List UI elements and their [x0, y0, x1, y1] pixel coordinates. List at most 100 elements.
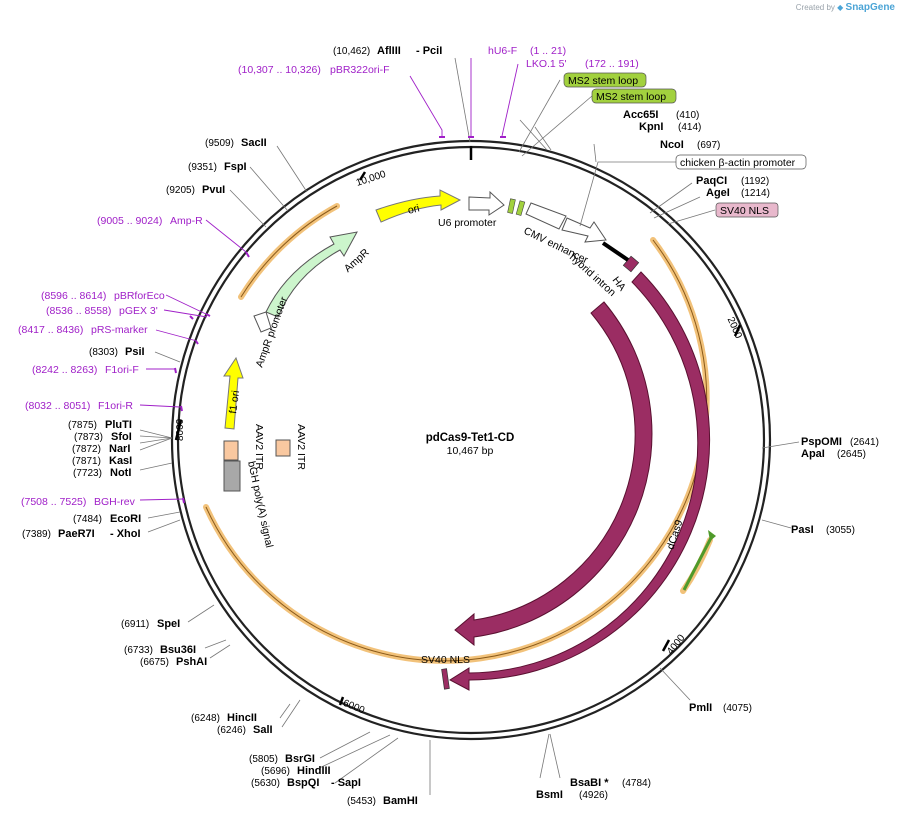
- svg-text:(6675): (6675): [140, 657, 169, 668]
- svg-text:NcoI: NcoI: [660, 139, 684, 151]
- svg-text:- SapI: - SapI: [331, 777, 361, 789]
- svg-text:F1ori-F: F1ori-F: [105, 364, 139, 376]
- site-pmli[interactable]: PmlI (4075): [689, 702, 752, 714]
- svg-text:KasI: KasI: [109, 455, 132, 467]
- svg-text:(7875): (7875): [68, 420, 97, 431]
- bgh-polya-label: bGH poly(A) signal: [245, 460, 275, 549]
- f1-ori-arrow: [223, 356, 244, 430]
- svg-text:Bsu36I: Bsu36I: [160, 644, 196, 656]
- site-bamhi[interactable]: (5453) BamHI: [347, 795, 418, 807]
- ori-arrow: [375, 189, 462, 223]
- sv40-nls-label: SV40 NLS: [421, 654, 470, 666]
- svg-text:PmlI: PmlI: [689, 702, 712, 714]
- svg-text:(7871): (7871): [72, 456, 101, 467]
- primer-lko1-5[interactable]: (1 .. 21) LKO.1 5': [526, 45, 567, 70]
- site-sfoi[interactable]: (7873) SfoI: [74, 431, 132, 443]
- site-kpni[interactable]: KpnI (414): [639, 121, 701, 133]
- svg-text:(7873): (7873): [74, 432, 103, 443]
- primer-pbrforeco[interactable]: (8596 .. 8614) pBRforEco: [41, 290, 165, 302]
- svg-text:PsiI: PsiI: [125, 346, 145, 358]
- primer-pbr322ori-f[interactable]: (10,307 .. 10,326) pBR322ori-F: [238, 64, 390, 76]
- primer-f1ori-r[interactable]: (8032 .. 8051) F1ori-R: [25, 400, 133, 412]
- tick-marks: [174, 146, 742, 706]
- primer-hu6-f[interactable]: hU6-F: [488, 45, 517, 57]
- svg-text:PaqCI: PaqCI: [696, 175, 727, 187]
- svg-text:PaeR7I: PaeR7I: [58, 528, 95, 540]
- tick-label-6000: 6000: [341, 698, 366, 717]
- site-acc65i[interactable]: Acc65I (410): [623, 109, 699, 121]
- svg-text:(10,462): (10,462): [333, 46, 370, 57]
- primer-f1ori-f[interactable]: (8242 .. 8263) F1ori-F: [32, 364, 139, 376]
- ampr-arrow: [265, 231, 358, 318]
- site-apai[interactable]: ApaI (2645): [801, 448, 866, 460]
- svg-text:(6911): (6911): [121, 619, 149, 630]
- svg-text:(4926): (4926): [579, 790, 608, 801]
- site-pvui[interactable]: (9205) PvuI: [166, 184, 225, 196]
- site-paer7i-xhoi[interactable]: (7389) PaeR7I - XhoI: [22, 528, 141, 540]
- site-bsu36i[interactable]: (6733) Bsu36I: [124, 644, 196, 656]
- svg-text:PasI: PasI: [791, 524, 814, 536]
- site-hindiii[interactable]: (5696) HindIII: [261, 765, 331, 777]
- primer-amp-r[interactable]: (9005 .. 9024) Amp-R: [97, 215, 203, 227]
- hybrid-intron-label: hybrid intron: [567, 251, 618, 299]
- site-sacii[interactable]: (9509) SacII: [205, 137, 267, 149]
- site-spei[interactable]: (6911) SpeI: [121, 618, 180, 630]
- svg-text:(1192): (1192): [741, 176, 769, 187]
- feature-box-ms2-b[interactable]: MS2 stem loop: [591, 88, 677, 104]
- tick-label-4000: 4000: [665, 632, 688, 657]
- site-pluti[interactable]: (7875) PluTI: [68, 419, 132, 431]
- site-kasi[interactable]: (7871) KasI: [72, 455, 132, 467]
- cmv-enhancer-arrow: [525, 202, 567, 230]
- orf-highlight-centerlines: [205, 205, 708, 662]
- svg-text:(7389): (7389): [22, 529, 51, 540]
- site-psii[interactable]: (8303) PsiI: [89, 346, 145, 358]
- svg-text:SpeI: SpeI: [157, 618, 180, 630]
- svg-text:BspQI: BspQI: [287, 777, 319, 789]
- svg-text:MS2 stem loop: MS2 stem loop: [568, 75, 638, 87]
- sv40-nls-bar: [441, 668, 450, 690]
- site-pasi[interactable]: PasI (3055): [791, 524, 855, 536]
- primer-prs-marker[interactable]: (8417 .. 8436) pRS-marker: [18, 324, 148, 336]
- svg-text:(5630): (5630): [251, 778, 280, 789]
- svg-text:(9509): (9509): [205, 138, 234, 149]
- feature-box-ms2-a[interactable]: MS2 stem loop: [563, 72, 647, 88]
- site-pshai[interactable]: (6675) PshAI: [140, 656, 207, 668]
- feature-box-chicken-actin[interactable]: chicken β-actin promoter: [675, 154, 807, 170]
- feature-box-sv40-nls[interactable]: SV40 NLS: [715, 202, 779, 218]
- site-nari[interactable]: (7872) NarI: [72, 443, 130, 455]
- site-ecori[interactable]: (7484) EcoRI: [73, 513, 141, 525]
- watermark-brand: SnapGene: [845, 2, 895, 13]
- site-bsabi[interactable]: BsaBI * (4784): [570, 777, 651, 789]
- svg-text:- PciI: - PciI: [416, 45, 442, 57]
- site-hincii[interactable]: (6248) HincII: [191, 712, 257, 724]
- site-noti[interactable]: (7723) NotI: [73, 467, 131, 479]
- site-ncoi[interactable]: NcoI (697): [660, 139, 720, 151]
- cas9-outer-arrow: [449, 271, 711, 691]
- primer-marks: [174, 136, 506, 504]
- site-bspqi-sapi[interactable]: (5630) BspQI - SapI: [251, 777, 361, 789]
- site-bsrgi[interactable]: (5805) BsrGI: [249, 753, 315, 765]
- site-pspomi[interactable]: PspOMI (2641): [801, 436, 879, 448]
- primer-pgex3[interactable]: (8536 .. 8558) pGEX 3': [46, 305, 158, 317]
- site-agei[interactable]: AgeI (1214): [706, 187, 770, 199]
- primer-bgh-rev[interactable]: (7508 .. 7525) BGH-rev: [21, 496, 136, 508]
- svg-text:(9351): (9351): [188, 162, 217, 173]
- svg-text:EcoRI: EcoRI: [110, 513, 141, 525]
- svg-text:BamHI: BamHI: [383, 795, 418, 807]
- svg-text:NotI: NotI: [110, 467, 131, 479]
- site-leader-lines: [139, 57, 800, 795]
- site-bsmi[interactable]: BsmI (4926): [536, 789, 608, 801]
- site-fspi[interactable]: (9351) FspI: [188, 161, 247, 173]
- svg-text:(8032 .. 8051): (8032 .. 8051): [25, 400, 90, 412]
- svg-text:(3055): (3055): [826, 525, 855, 536]
- svg-text:BsmI: BsmI: [536, 789, 563, 801]
- tick-label-2000: 2000: [725, 316, 744, 341]
- svg-text:HincII: HincII: [227, 712, 257, 724]
- svg-text:SV40 NLS: SV40 NLS: [720, 205, 769, 217]
- site-sali[interactable]: (6246) SalI: [217, 724, 273, 736]
- site-afliii-pci[interactable]: (10,462) AflIII - PciI: [333, 45, 442, 57]
- svg-text:(8596 .. 8614): (8596 .. 8614): [41, 290, 106, 302]
- site-paqci[interactable]: PaqCI (1192): [696, 175, 769, 187]
- backbone-outer: [170, 139, 772, 741]
